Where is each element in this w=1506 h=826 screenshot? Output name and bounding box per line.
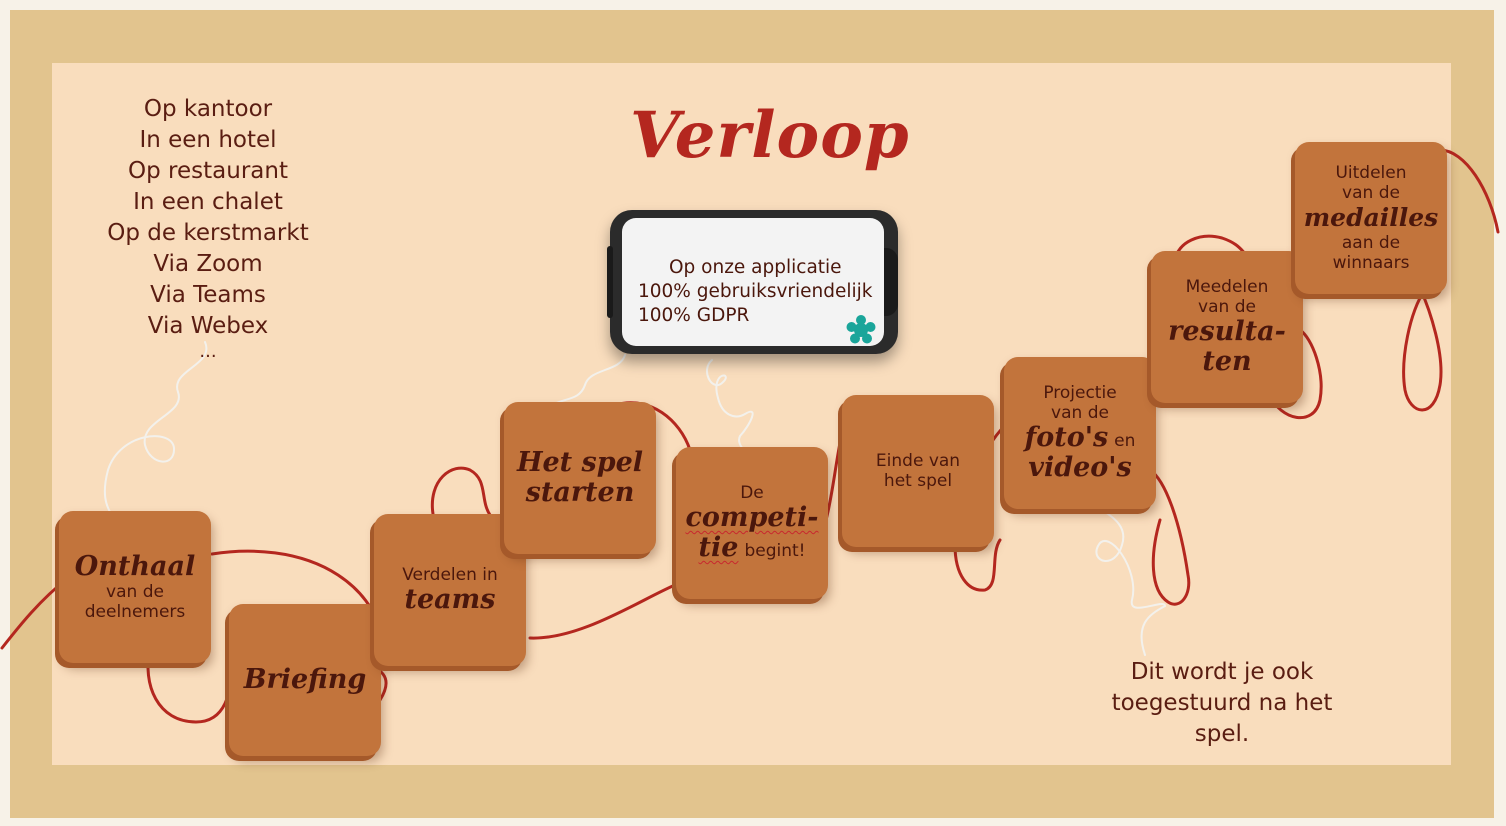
step-verdelen-card: Verdelen in teams [374,514,526,666]
step-onthaal-title: Onthaal [74,551,196,582]
step-verdelen-title: teams [404,584,496,615]
step-competitie-line3: tie begint! [699,533,806,563]
step-briefing-card: Briefing [229,604,381,756]
location-item: Via Webex [147,313,269,339]
phone-line-gdpr: 100% GDPR [638,305,750,326]
phone-side-button [607,246,613,318]
phone-screen: Op onze applicatie 100% gebruiksvriendel… [622,218,884,346]
note-line: toegestuurd na het [1111,690,1333,716]
location-item: Op de kerstmarkt [107,220,309,246]
location-item: Via Zoom [153,251,263,277]
step-competitie-sub2: begint! [744,541,806,561]
step-competitie-title2: tie [698,532,739,563]
step-meedelen-title1: resulta- [1168,316,1286,347]
step-uitdelen-sub4: winnaars [1332,253,1410,273]
location-item: Op restaurant [128,158,288,184]
location-list: Op kantoor In een hotel Op restaurant In… [70,94,346,362]
step-onthaal-sub2: deelnemers [84,602,186,622]
location-item: ... [199,341,217,362]
step-projectie-card: Projectie van de foto's en video's [1004,357,1156,509]
step-competitie-sub1: De [740,483,764,503]
phone-text: Op onze applicatie 100% gebruiksvriendel… [638,256,873,328]
step-verdelen-sub: Verdelen in [402,565,498,585]
step-spel-title1: Het spel [516,447,644,478]
step-projectie-title1: foto's [1024,422,1109,453]
app-logo-icon [846,315,876,344]
location-item: In een hotel [139,127,277,153]
page-title: Verloop [630,98,910,173]
phone-camera-notch [884,248,898,316]
step-spel-title2: starten [525,477,635,508]
step-competitie-card: De competi- tie begint! [676,447,828,599]
step-meedelen-card: Meedelen van de resulta- ten [1151,251,1303,403]
step-uitdelen-sub1: Uitdelen [1335,163,1407,183]
step-einde-sub1: Einde van [875,451,961,471]
phone-mockup: Op onze applicatie 100% gebruiksvriendel… [607,210,898,354]
step-projectie-line3: foto's en [1025,423,1136,453]
step-projectie-sub2: van de [1051,403,1109,423]
step-uitdelen-sub3: aan de [1341,233,1401,253]
step-competitie-title1: competi- [685,502,819,533]
step-uitdelen-card: Uitdelen van de medailles aan de winnaar… [1295,142,1447,294]
step-einde-sub2: het spel [883,471,953,491]
step-uitdelen-title: medailles [1303,203,1439,232]
post-game-note: Dit wordt je ook toegestuurd na het spel… [1085,657,1359,750]
location-item: Op kantoor [143,96,273,122]
step-briefing-title: Briefing [243,664,367,695]
step-projectie-title2: video's [1028,452,1132,483]
location-item: In een chalet [133,189,283,215]
step-uitdelen-sub2: van de [1342,183,1400,203]
note-line: Dit wordt je ook [1130,659,1314,685]
step-projectie-sub1: Projectie [1043,383,1117,403]
step-onthaal-sub1: van de [106,582,164,602]
step-meedelen-title2: ten [1202,346,1252,377]
step-projectie-sub3: en [1114,431,1136,451]
phone-line-friendly: 100% gebruiksvriendelijk [638,281,873,302]
phone-line-app: Op onze applicatie [668,257,842,278]
note-line: spel. [1194,721,1250,747]
step-meedelen-sub1: Meedelen [1185,277,1269,297]
step-spel-starten-card: Het spel starten [504,402,656,554]
step-onthaal-card: Onthaal van de deelnemers [59,511,211,663]
location-item: Via Teams [150,282,266,308]
step-einde-card: Einde van het spel [842,395,994,547]
step-meedelen-sub2: van de [1198,297,1256,317]
